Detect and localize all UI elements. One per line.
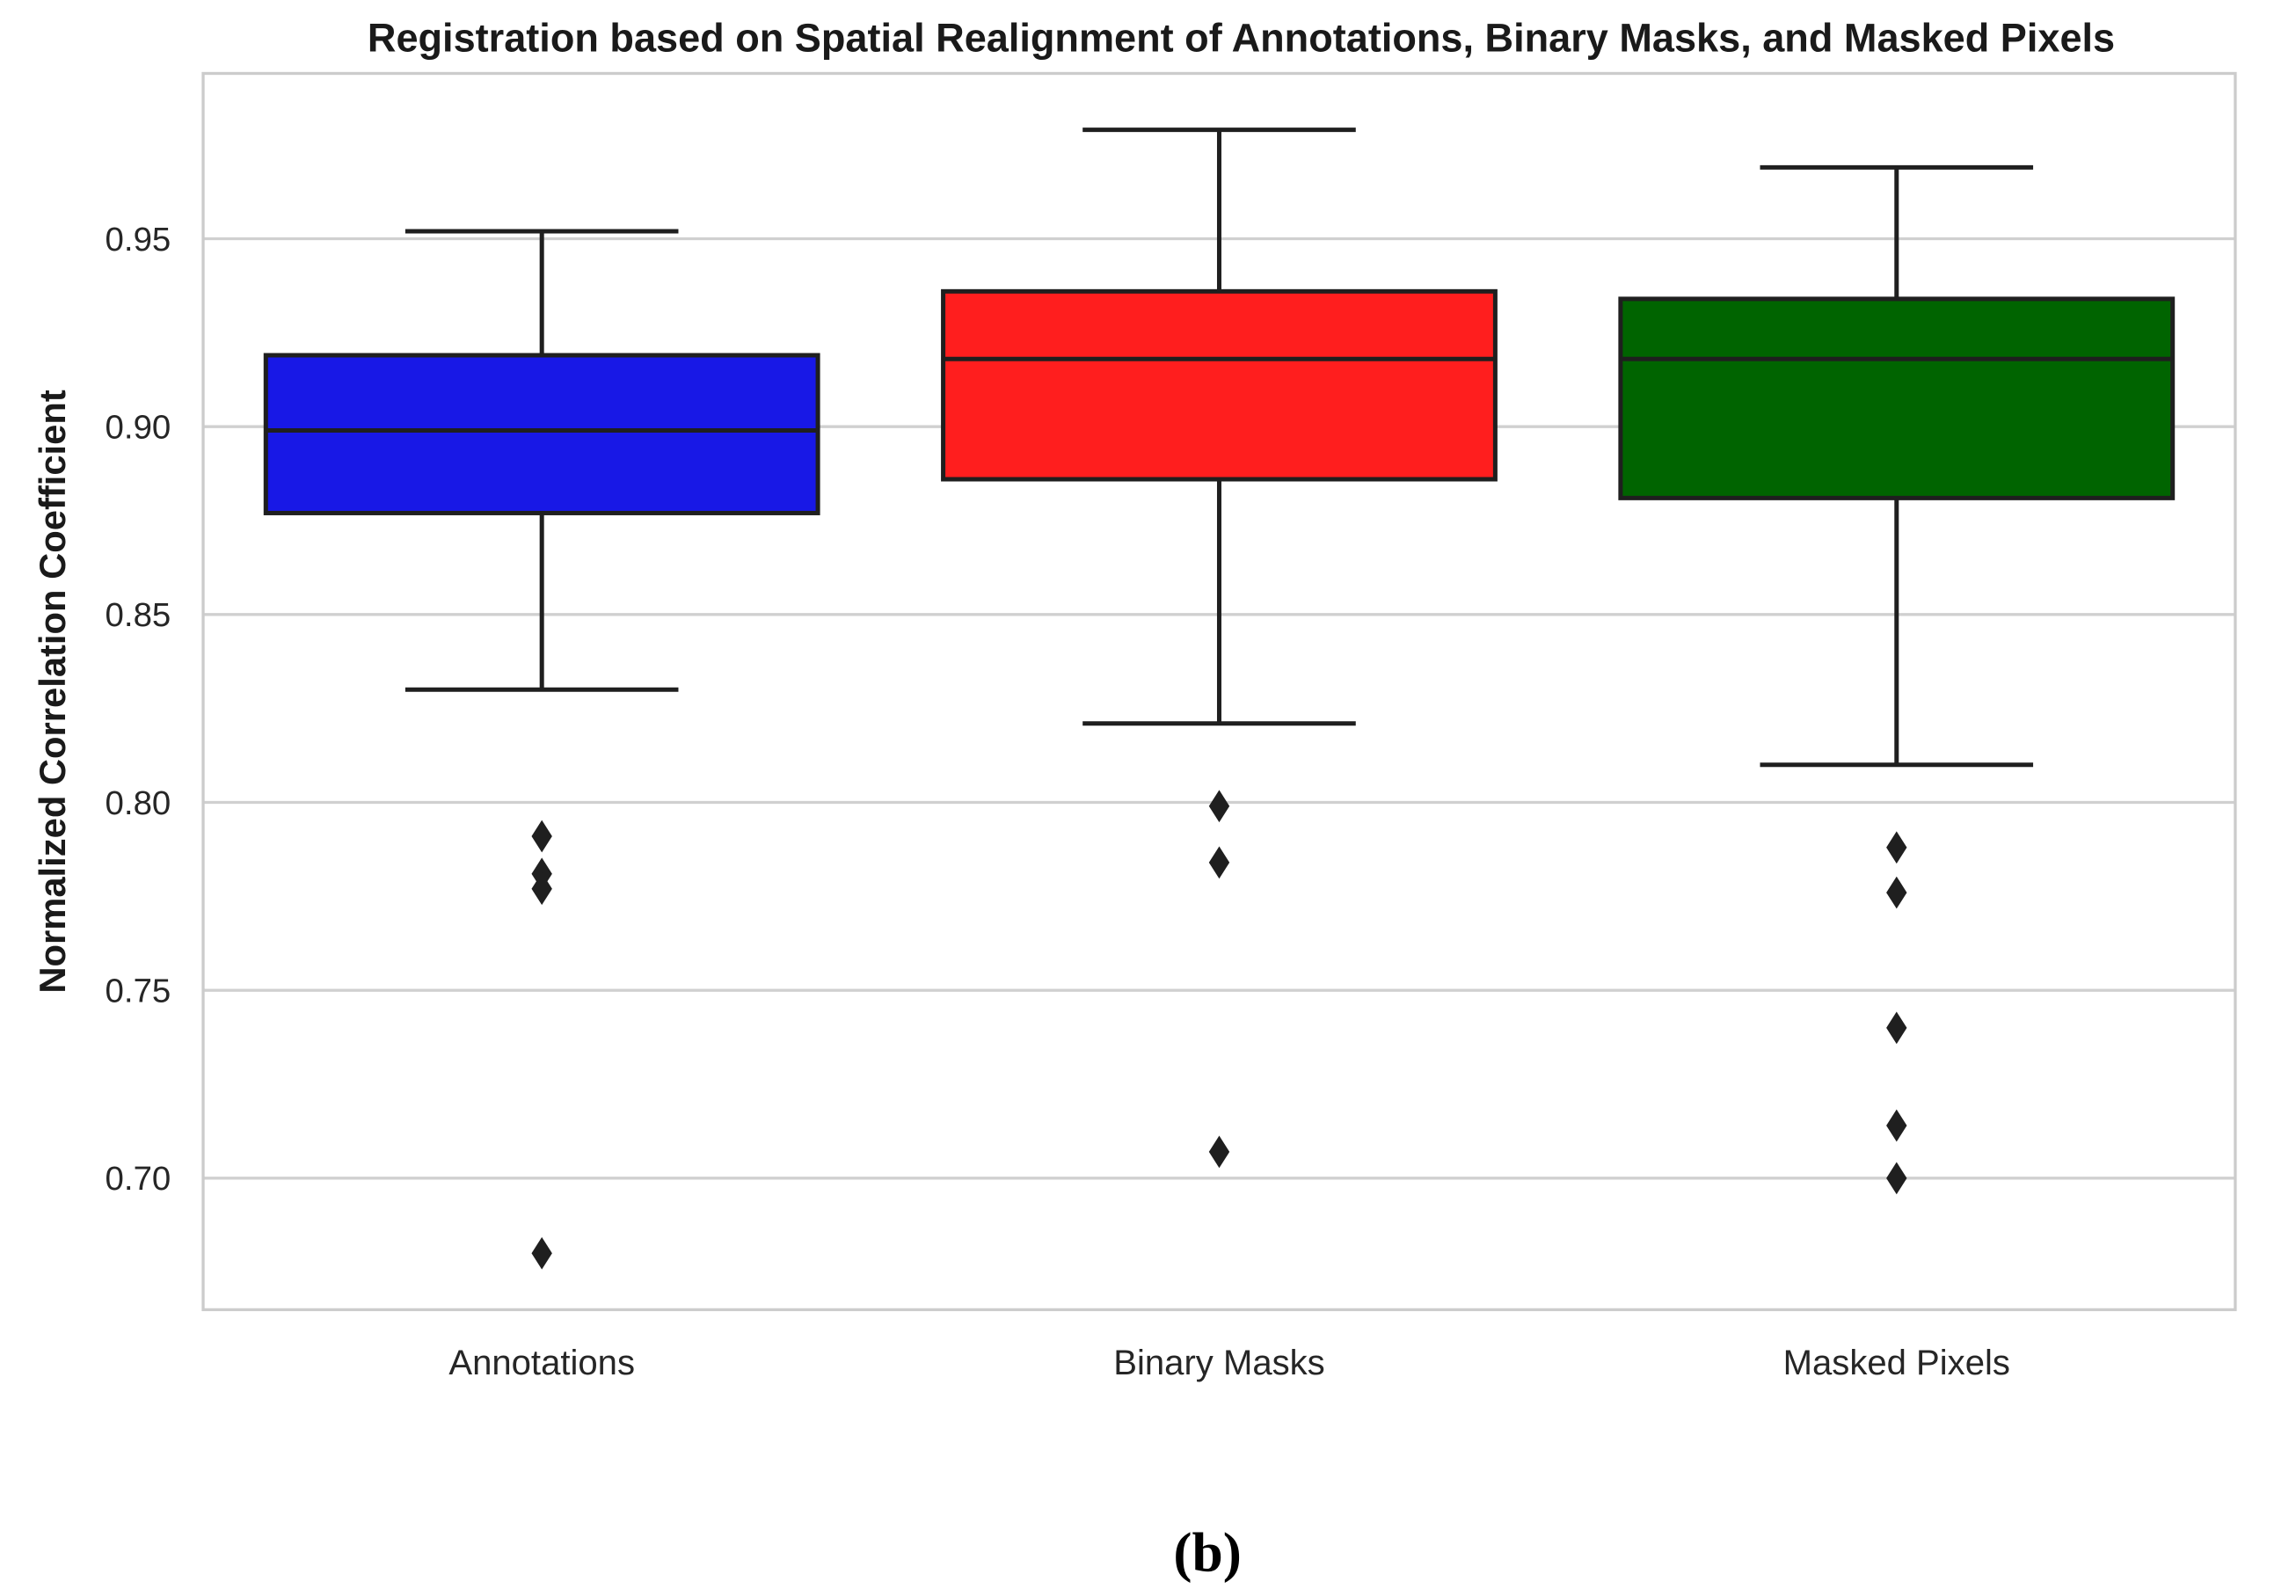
outlier-point (1886, 1109, 1907, 1142)
y-tick-label: 0.75 (106, 973, 171, 1010)
y-tick-label: 0.70 (106, 1160, 171, 1198)
box-masked-pixels (1618, 164, 2176, 1195)
outlier-point (1208, 1135, 1230, 1169)
outlier-point (531, 1236, 552, 1270)
y-axis-ticks: 0.70 0.75 0.80 0.85 0.90 0.95 (106, 221, 171, 1198)
y-tick-label: 0.80 (106, 784, 171, 822)
box-iqr (263, 353, 820, 515)
outlier-point (1208, 790, 1230, 823)
outlier-point (1886, 1162, 1907, 1195)
y-tick-label: 0.95 (106, 221, 171, 259)
outlier-point (1886, 1011, 1907, 1045)
outlier-point (1208, 846, 1230, 879)
x-axis-ticks: Annotations Binary Masks Masked Pixels (448, 1344, 2010, 1382)
x-tick-label: Binary Masks (1113, 1344, 1324, 1382)
chart-title: Registration based on Spatial Realignmen… (368, 15, 2115, 60)
x-tick-label: Masked Pixels (1783, 1344, 2010, 1382)
y-tick-label: 0.90 (106, 409, 171, 447)
panel-label: (b) (1173, 1521, 1242, 1584)
box-annotations (263, 229, 820, 1270)
box-iqr (1618, 296, 2176, 500)
boxes (263, 128, 2176, 1270)
box-iqr (941, 288, 1498, 482)
y-axis-label: Normalized Correlation Coefficient (32, 390, 73, 993)
outlier-point (1886, 876, 1907, 909)
box-binary-masks (941, 128, 1498, 1169)
outlier-point (1886, 831, 1907, 864)
y-tick-label: 0.85 (106, 596, 171, 634)
x-tick-label: Annotations (448, 1344, 635, 1382)
outlier-point (531, 820, 552, 853)
plot-frame (201, 71, 2237, 1312)
